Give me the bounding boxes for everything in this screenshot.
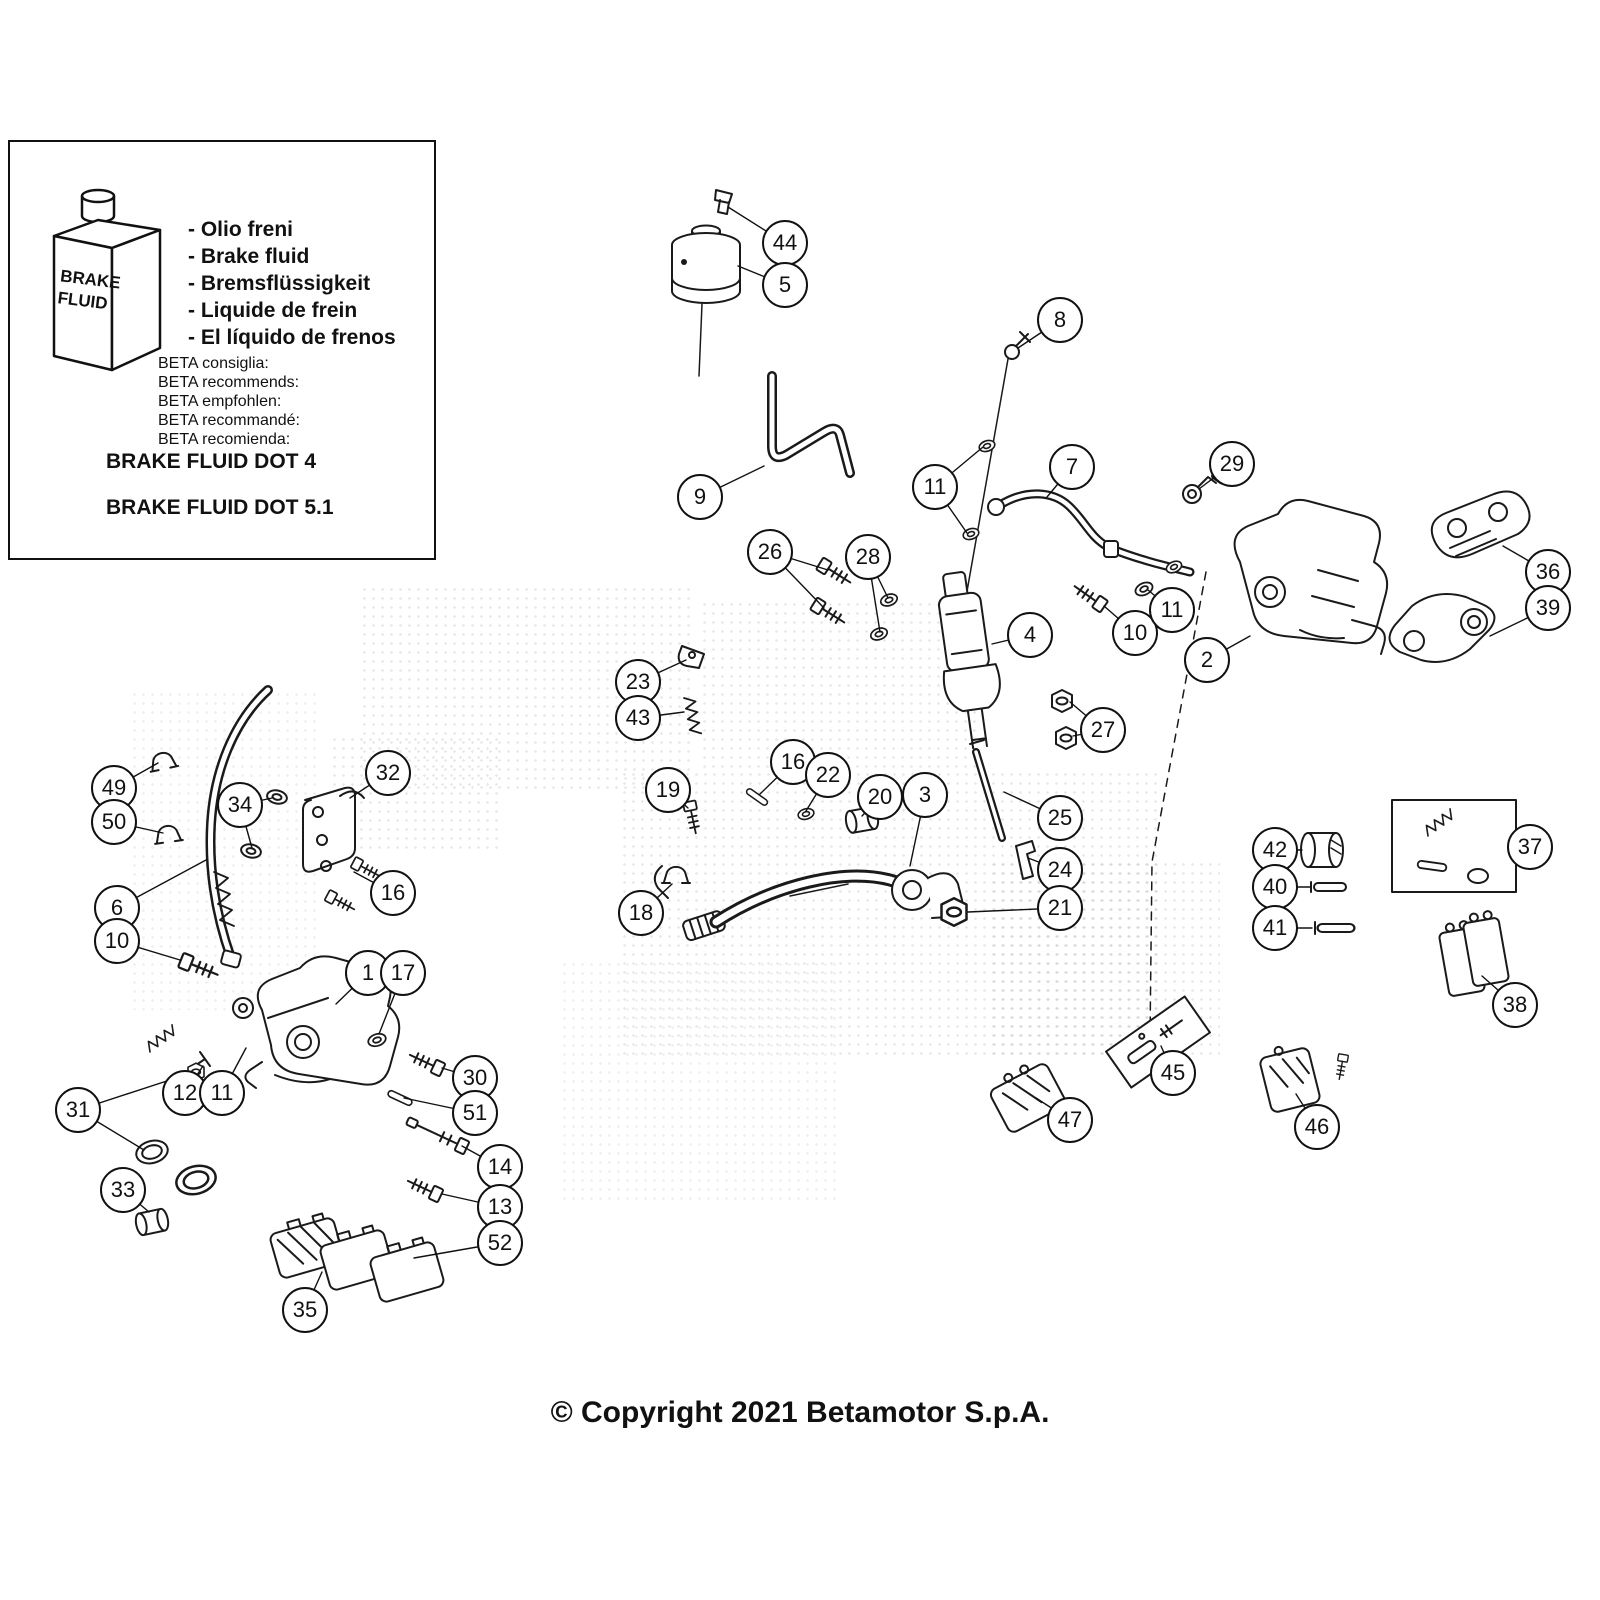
hose-bracket-illustration [238,786,384,916]
beta-line: BETA consiglia: [158,355,269,372]
brake-fluid-bottle-illustration: BRAKE FLUID [52,188,162,372]
brake-switch-illustration [1182,468,1228,504]
dot4-label: BRAKE FLUID DOT 4 [106,450,316,473]
beta-line: BETA empfohlen: [158,393,282,410]
brake-pipe-illustration [767,371,855,478]
fasteners-illustration [677,556,1077,750]
fluid-name-line: - Bremsflüssigkeit [188,272,371,295]
leader-lines [77,206,1549,1311]
pad-single-right-illustration [1259,1045,1350,1113]
fluid-name-line: - Brake fluid [188,245,310,268]
caliper-bolts-illustration [386,1047,471,1204]
dot51-label: BRAKE FLUID DOT 5.1 [106,496,334,519]
pushrod-illustration [969,739,1006,842]
front-hose-illustration [146,685,273,969]
brake-pedal-illustration [682,869,964,942]
pad-pins-illustration [1310,881,1356,935]
construction-line [1149,571,1207,1039]
fluid-name-line: - Liquide de frein [188,299,358,322]
beta-line: BETA recommandé: [158,412,300,429]
copyright-text: © Copyright 2021 Betamotor S.p.A. [550,1396,1050,1429]
rear-pads-illustration [1438,910,1510,997]
caliper-bracket-illustration [1430,490,1531,559]
pad-single-left-illustration [989,1063,1067,1133]
beta-line: BETA recommends: [158,374,300,391]
reservoir-assembly-illustration [671,189,741,377]
front-pads-illustration [266,1209,447,1305]
fluid-name-line: - Olio freni [188,218,293,241]
beta-line: BETA recomienda: [158,431,291,448]
pedal-hardware-illustration [653,786,1036,927]
fluid-name-list: - Olio freni - Brake fluid - Bremsflüssigk… [188,216,396,351]
brake-hose-illustration [987,489,1195,614]
rear-piston-illustration [1300,832,1344,868]
front-caliper-illustration [143,951,401,1089]
support-bracket-illustration [1388,593,1496,663]
hose-fitting-illustration [960,331,1031,598]
pin-kit-box-illustration [1391,799,1517,893]
beta-recommend-list: BETA consiglia: BETA recommends: BETA empf… [158,354,300,449]
master-cylinder-illustration [937,571,1001,750]
brake-fluid-info-box: BRAKE FLUID - Olio freni - Brake fluid - B… [8,140,436,560]
fluid-name-line: - El líquido de frenos [188,326,396,349]
rear-caliper-illustration [1233,498,1389,655]
caliper-seals-illustration [132,1136,221,1238]
service-kit-illustration [1105,995,1211,1089]
